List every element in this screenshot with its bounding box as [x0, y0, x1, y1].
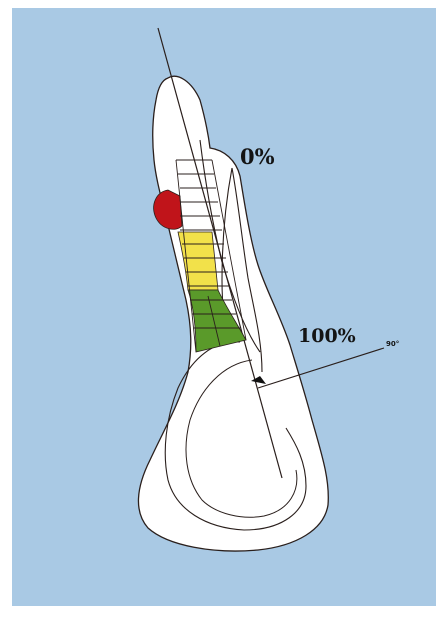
label-90-degree: 90°	[386, 340, 399, 348]
label-0-percent: 0%	[240, 144, 275, 169]
label-100-percent: 100%	[298, 325, 356, 347]
